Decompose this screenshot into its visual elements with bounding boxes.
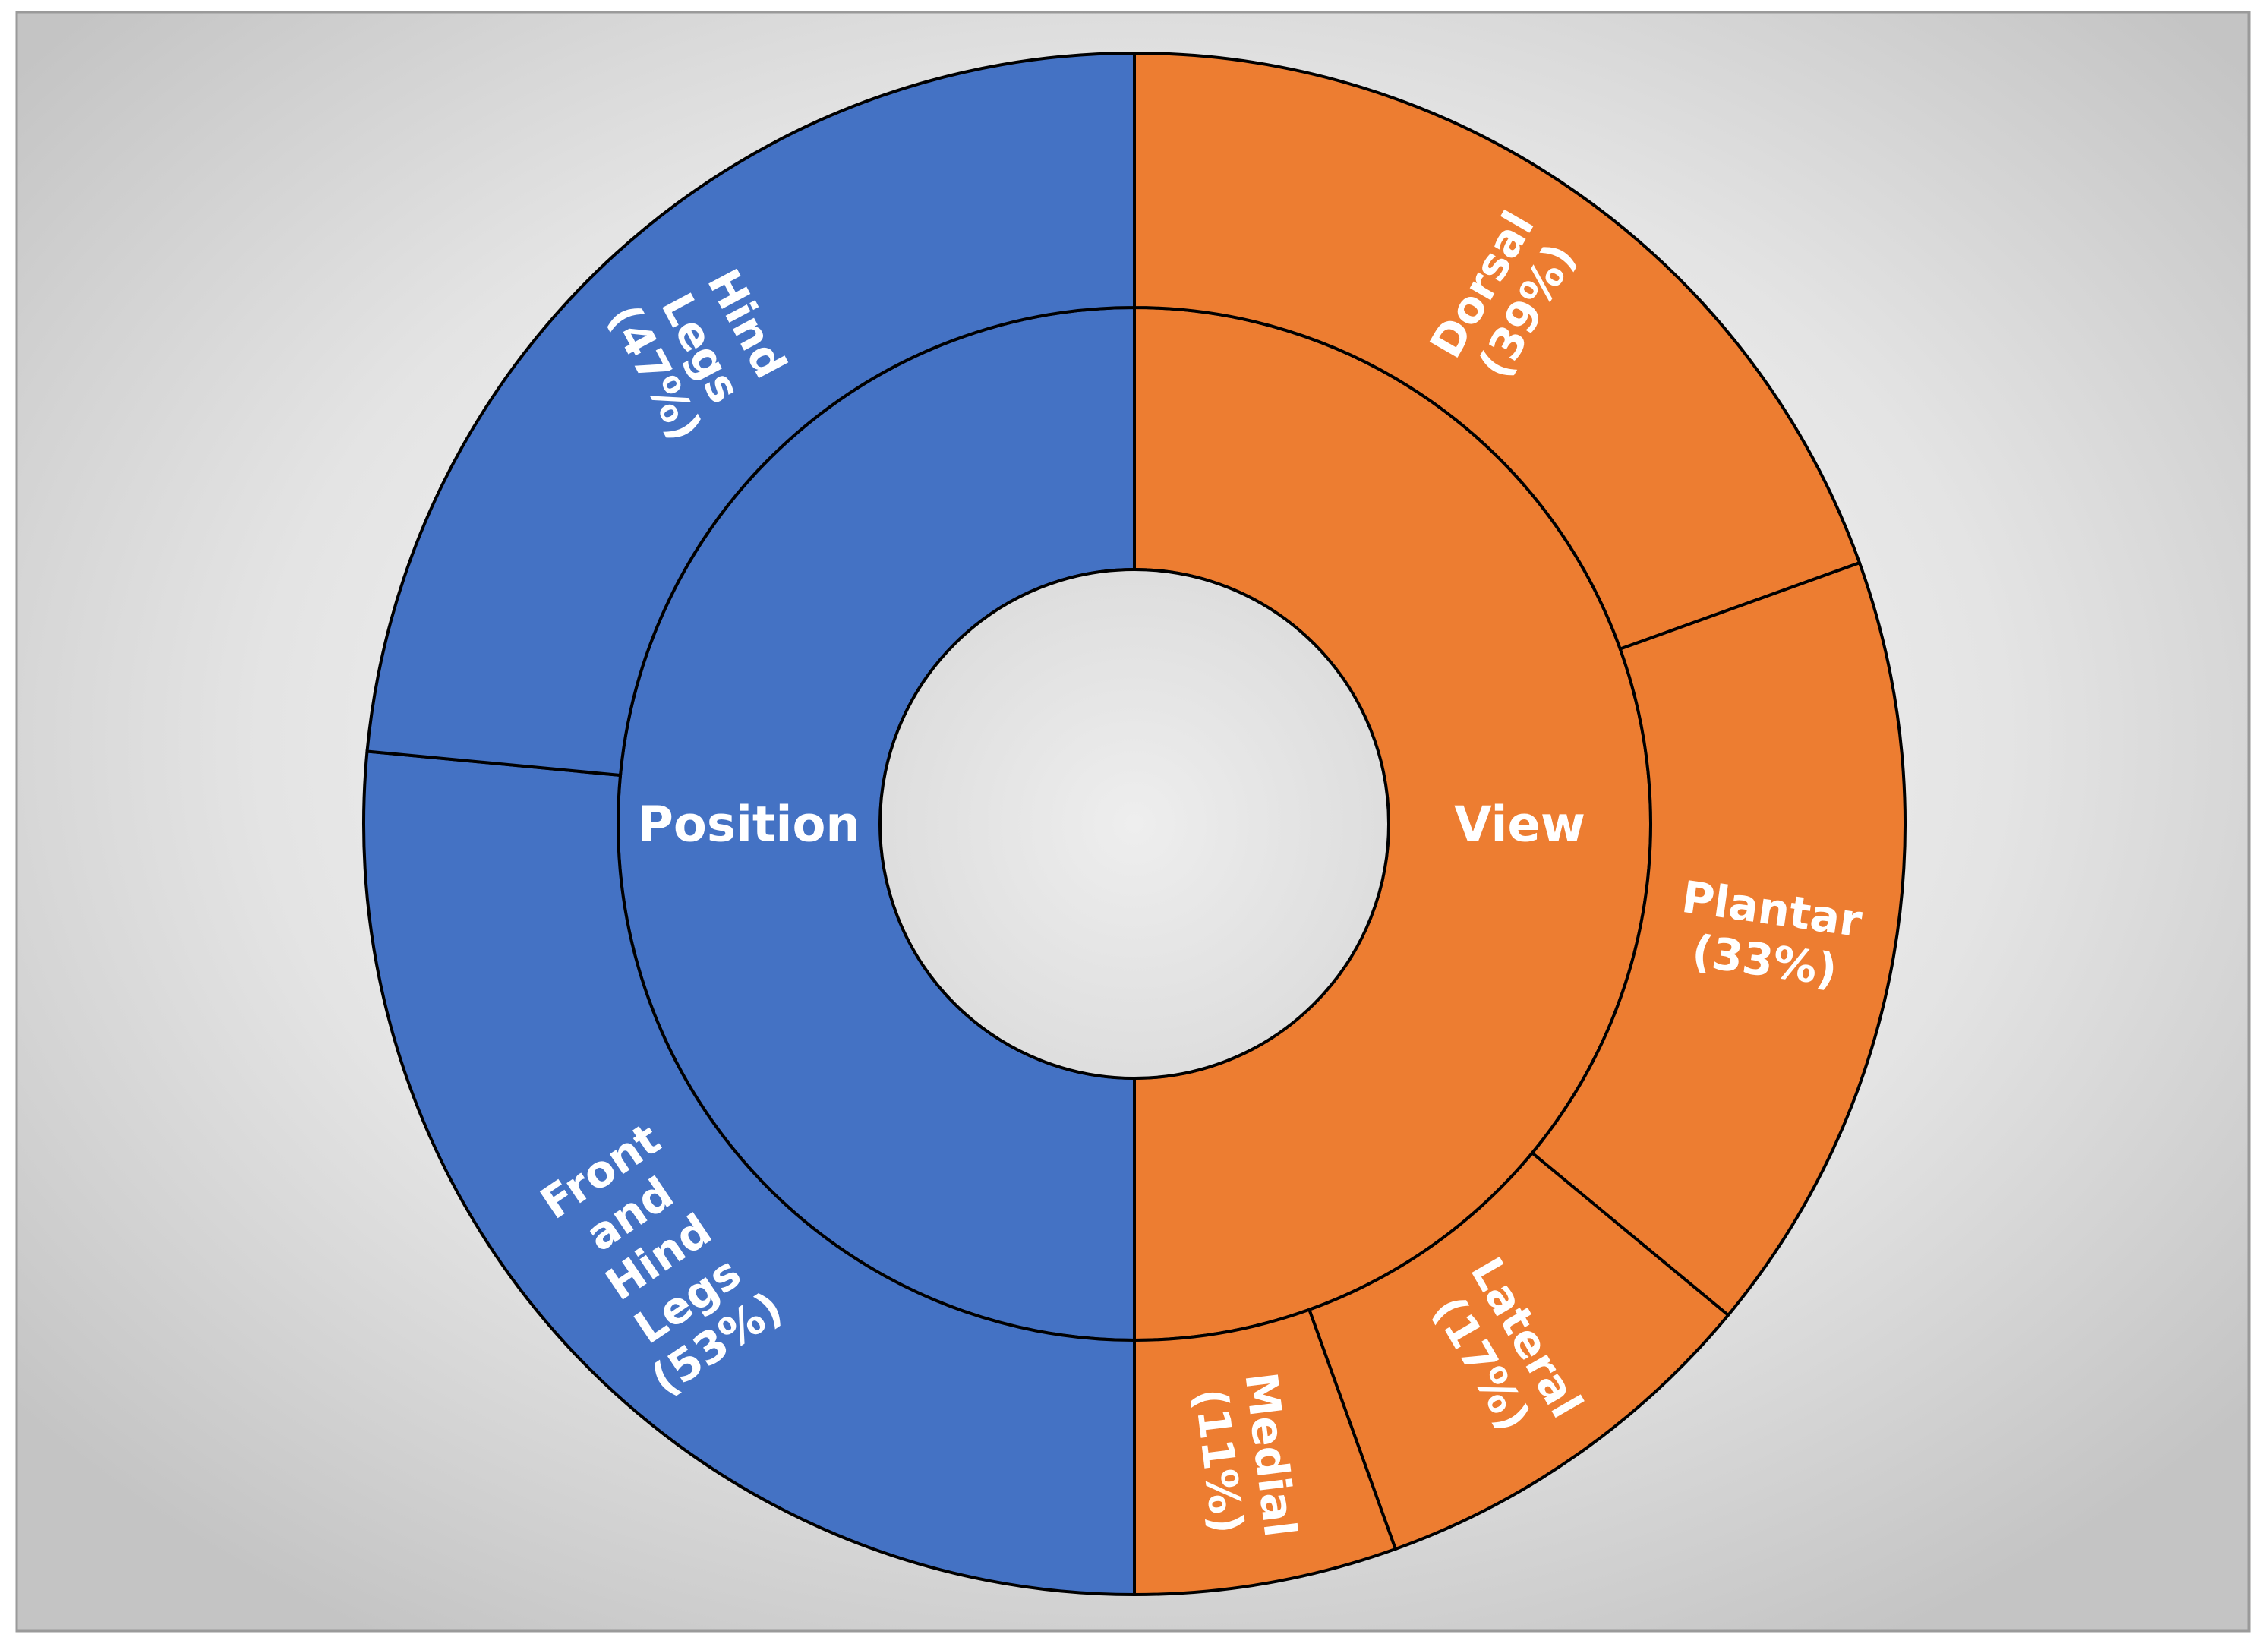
outer-segment-hind-legs	[365, 51, 1136, 778]
outer-segment-dorsal	[1133, 51, 1862, 651]
inner-label-position: Position	[638, 797, 860, 853]
outer-segment-front-and-hind-legs	[362, 749, 1136, 1597]
outer-label-medial: Medial(11%)	[1183, 1370, 1306, 1546]
inner-label-view: View	[1454, 797, 1585, 853]
outer-segment-plantar	[1530, 560, 1907, 1317]
outer-label-hind-legs: HindLegs(47%)	[598, 248, 804, 450]
center-hole	[878, 568, 1390, 1080]
